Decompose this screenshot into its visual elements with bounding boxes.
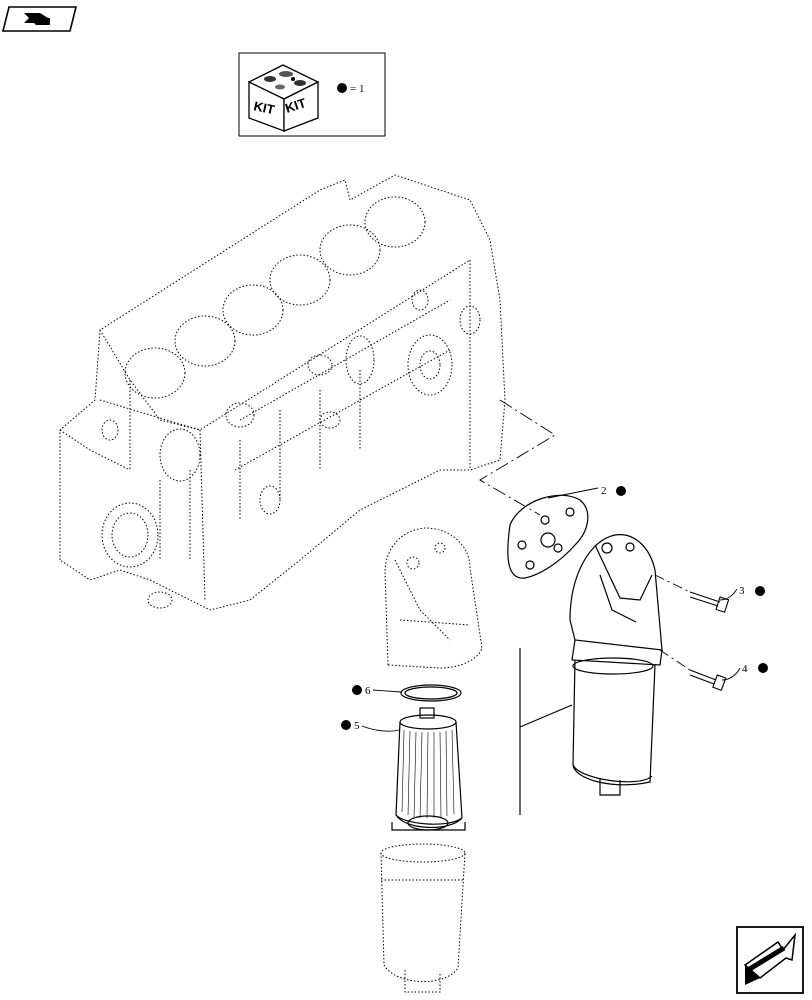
kit-legend-text: = 1 [350,83,364,95]
kit-label-left: KIT [252,98,276,117]
callout-number: 3 [739,585,745,597]
filter-housing-dotted [384,527,483,669]
callout-3: 3 [719,585,765,601]
callout-4: 4 [721,663,768,681]
filter-bowl-dotted [380,843,466,993]
callout-2: 2 [547,485,626,499]
callout-bullet [616,486,626,496]
bolt-leader-lines [654,574,691,671]
callout-bullet [352,685,362,695]
kit-legend-box: KIT KIT = 1 [238,52,386,137]
callout-number: 4 [742,663,748,675]
assembly-bracket [519,648,573,815]
gasket-part [507,494,589,579]
kit-bullet-icon [337,83,347,93]
callout-number: 5 [354,720,360,732]
callout-bullet [755,586,765,596]
filter-element-part [391,707,466,831]
bolt-part-3 [689,591,730,613]
next-page-arrow-icon[interactable] [736,926,804,994]
callout-bullet [341,720,351,730]
alignment-leader [479,399,556,516]
callout-bullet [758,663,768,673]
callout-6: 6 [352,685,402,697]
callout-number: 6 [365,685,371,697]
callout-number: 2 [601,485,607,497]
o-ring-part [400,684,462,702]
callout-5: 5 [341,720,401,732]
engine-block [59,174,506,611]
assembly-nav-icon[interactable] [1,6,78,32]
kit-label-right: KIT [283,95,308,116]
kit-box-icon: KIT KIT [247,64,320,132]
filter-head-assembly [569,534,663,796]
bolt-part-4 [689,669,727,691]
